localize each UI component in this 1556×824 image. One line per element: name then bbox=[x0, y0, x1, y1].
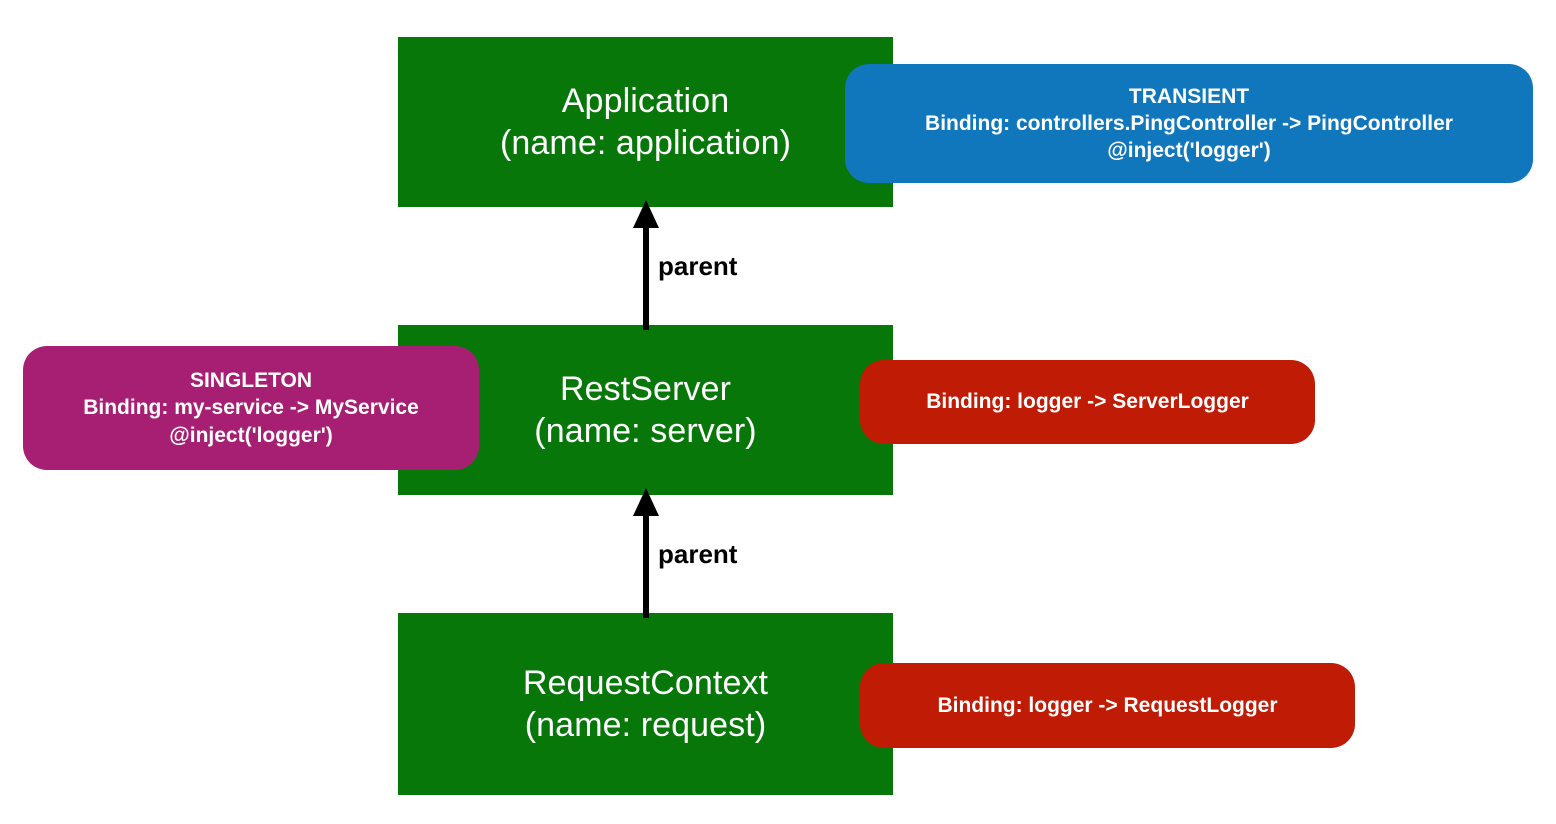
context-node-title: RestServer bbox=[559, 369, 732, 408]
context-node-subtitle: (name: application) bbox=[499, 124, 792, 162]
binding-expression: Binding: logger -> ServerLogger bbox=[926, 390, 1249, 414]
binding-inject-decorator: @inject('logger') bbox=[169, 423, 333, 447]
context-node-restserver[interactable]: RestServer (name: server) bbox=[398, 325, 893, 495]
binding-callout-transient[interactable]: TRANSIENT Binding: controllers.PingContr… bbox=[845, 64, 1533, 183]
context-node-subtitle: (name: server) bbox=[534, 412, 757, 450]
context-node-title: RequestContext bbox=[522, 663, 769, 702]
context-node-requestcontext[interactable]: RequestContext (name: request) bbox=[398, 613, 893, 795]
context-node-title: Application bbox=[561, 81, 730, 120]
binding-expression: Binding: logger -> RequestLogger bbox=[937, 693, 1278, 717]
context-node-application[interactable]: Application (name: application) bbox=[398, 37, 893, 207]
binding-scope-label: TRANSIENT bbox=[1128, 84, 1250, 108]
binding-callout-request-logger[interactable]: Binding: logger -> RequestLogger bbox=[860, 663, 1355, 748]
binding-expression: Binding: controllers.PingController -> P… bbox=[925, 111, 1453, 135]
binding-scope-label: SINGLETON bbox=[189, 369, 313, 393]
edge-label-parent-bottom: parent bbox=[658, 539, 738, 569]
parent-arrow-server-to-application bbox=[633, 200, 659, 330]
binding-callout-singleton[interactable]: SINGLETON Binding: my-service -> MyServi… bbox=[23, 346, 479, 470]
binding-expression: Binding: my-service -> MyService bbox=[83, 396, 419, 420]
context-node-subtitle: (name: request) bbox=[524, 706, 767, 744]
binding-inject-decorator: @inject('logger') bbox=[1107, 139, 1271, 163]
parent-arrow-request-to-server bbox=[633, 488, 659, 618]
binding-callout-server-logger[interactable]: Binding: logger -> ServerLogger bbox=[860, 360, 1315, 444]
edge-label-parent-top: parent bbox=[658, 251, 738, 281]
